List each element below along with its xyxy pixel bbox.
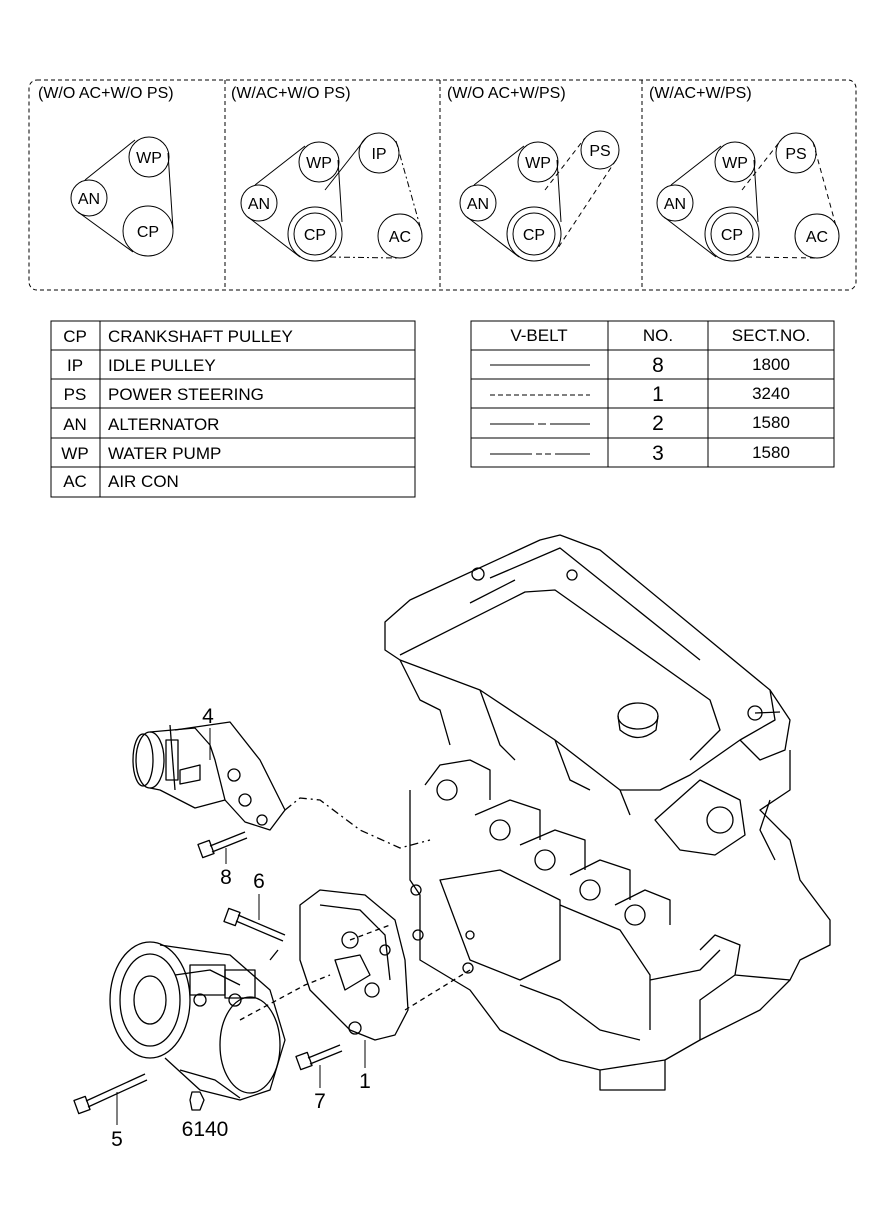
- belt-layout-4: [656, 132, 840, 262]
- pulley-wp: WP: [136, 150, 162, 167]
- belt-layout-1: [70, 136, 174, 257]
- pulley-an: AN: [664, 196, 686, 213]
- pulley-cp: CP: [137, 224, 159, 241]
- belt-no-2: 1: [652, 383, 664, 406]
- belt-no-3: 2: [652, 412, 664, 435]
- pulley-wp: WP: [306, 155, 332, 172]
- callout-6: 6: [253, 870, 265, 893]
- layout-label-1: (W/O AC+W/O PS): [38, 85, 174, 102]
- pulley-an: AN: [248, 196, 270, 213]
- pulley-cp: CP: [523, 227, 545, 244]
- compressor-bracket-drawing: [73, 889, 471, 1115]
- legend-code-ac: AC: [63, 472, 87, 491]
- callout-leaders: [116, 728, 366, 1125]
- layout-label-2: (W/AC+W/O PS): [231, 85, 351, 102]
- pulley-ps: PS: [589, 143, 610, 160]
- callout-5: 5: [111, 1128, 123, 1151]
- legend-name-cp: CRANKSHAFT PULLEY: [108, 327, 293, 346]
- pulley-ps: PS: [785, 146, 806, 163]
- legend-code-ip: IP: [67, 356, 83, 375]
- pulley-ac: AC: [806, 229, 828, 246]
- sect-no-header: SECT.NO.: [732, 326, 810, 345]
- pulley-an: AN: [467, 196, 489, 213]
- legend-table: [50, 320, 416, 498]
- legend-name-wp: WATER PUMP: [108, 444, 221, 463]
- no-header: NO.: [643, 326, 673, 345]
- callout-4: 4: [202, 705, 214, 728]
- pulley-an: AN: [78, 191, 100, 208]
- layout-label-3: (W/O AC+W/PS): [447, 85, 566, 102]
- layout-label-4: (W/AC+W/PS): [649, 85, 752, 102]
- callout-6140: 6140: [182, 1118, 229, 1141]
- callout-7: 7: [314, 1090, 326, 1113]
- vbelt-header: V-BELT: [510, 326, 567, 345]
- belt-sect-2: 3240: [752, 384, 790, 403]
- belt-sect-4: 1580: [752, 443, 790, 462]
- callout-1: 1: [359, 1070, 371, 1093]
- legend-name-ip: IDLE PULLEY: [108, 356, 216, 375]
- pulley-wp: WP: [525, 155, 551, 172]
- pulley-ip: IP: [371, 146, 386, 163]
- legend-name-ps: POWER STEERING: [108, 385, 264, 404]
- belt-layout-3: [459, 130, 620, 262]
- vbelt-table: [470, 320, 835, 468]
- pulley-cp: CP: [304, 227, 326, 244]
- belt-no-4: 3: [652, 442, 664, 465]
- belt-layout-2: [240, 132, 423, 262]
- legend-code-an: AN: [63, 415, 87, 434]
- belt-sect-3: 1580: [752, 413, 790, 432]
- callout-8: 8: [220, 866, 232, 889]
- belt-no-1: 8: [652, 354, 664, 377]
- belt-layouts-panel: [28, 79, 857, 291]
- belt-sect-1: 1800: [752, 355, 790, 374]
- legend-code-cp: CP: [63, 327, 87, 346]
- legend-code-ps: PS: [64, 385, 87, 404]
- pulley-ac: AC: [389, 229, 411, 246]
- legend-name-an: ALTERNATOR: [108, 415, 219, 434]
- pulley-cp: CP: [721, 227, 743, 244]
- legend-code-wp: WP: [61, 444, 88, 463]
- pulley-wp: WP: [722, 155, 748, 172]
- bracket-assembly-drawing: [132, 721, 431, 859]
- legend-name-ac: AIR CON: [108, 472, 179, 491]
- engine-block-drawing: [384, 534, 831, 1091]
